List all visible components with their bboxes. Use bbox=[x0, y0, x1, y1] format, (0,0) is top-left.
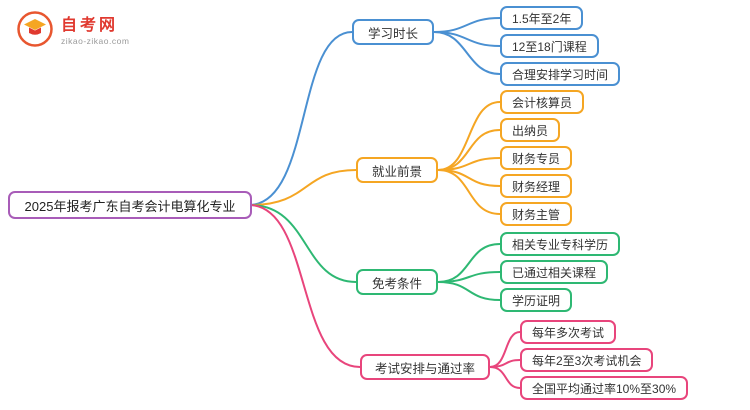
site-url: zikao-zikao.com bbox=[61, 36, 130, 47]
child-node-exemption-2[interactable]: 学历证明 bbox=[500, 288, 573, 312]
site-name: 自考网 bbox=[61, 16, 119, 34]
branch-node-career-prospects[interactable]: 就业前景 bbox=[356, 157, 438, 183]
child-node-study-1[interactable]: 12至18门课程 bbox=[500, 34, 599, 58]
logo-icon bbox=[16, 10, 54, 53]
child-node-exam-0[interactable]: 每年多次考试 bbox=[520, 320, 617, 344]
branch-node-exam-schedule[interactable]: 考试安排与通过率 bbox=[360, 354, 490, 380]
child-node-career-0[interactable]: 会计核算员 bbox=[500, 90, 585, 114]
child-node-career-4[interactable]: 财务主管 bbox=[500, 202, 573, 226]
mindmap-root-node[interactable]: 2025年报考广东自考会计电算化专业 bbox=[8, 191, 252, 219]
child-node-study-2[interactable]: 合理安排学习时间 bbox=[500, 62, 621, 86]
child-node-career-2[interactable]: 财务专员 bbox=[500, 146, 573, 170]
child-node-exam-1[interactable]: 每年2至3次考试机会 bbox=[520, 348, 654, 372]
child-node-career-1[interactable]: 出纳员 bbox=[500, 118, 561, 142]
child-node-exam-2[interactable]: 全国平均通过率10%至30% bbox=[520, 376, 689, 400]
logo-text: 自考网 zikao-zikao.com bbox=[61, 17, 129, 47]
branch-node-exemption-conditions[interactable]: 免考条件 bbox=[356, 269, 438, 295]
branch-node-study-duration[interactable]: 学习时长 bbox=[352, 19, 434, 45]
child-node-exemption-1[interactable]: 已通过相关课程 bbox=[500, 260, 609, 284]
child-node-study-0[interactable]: 1.5年至2年 bbox=[500, 6, 584, 30]
child-node-exemption-0[interactable]: 相关专业专科学历 bbox=[500, 232, 621, 256]
site-logo[interactable]: 自考网 zikao-zikao.com bbox=[16, 10, 129, 53]
child-node-career-3[interactable]: 财务经理 bbox=[500, 174, 573, 198]
